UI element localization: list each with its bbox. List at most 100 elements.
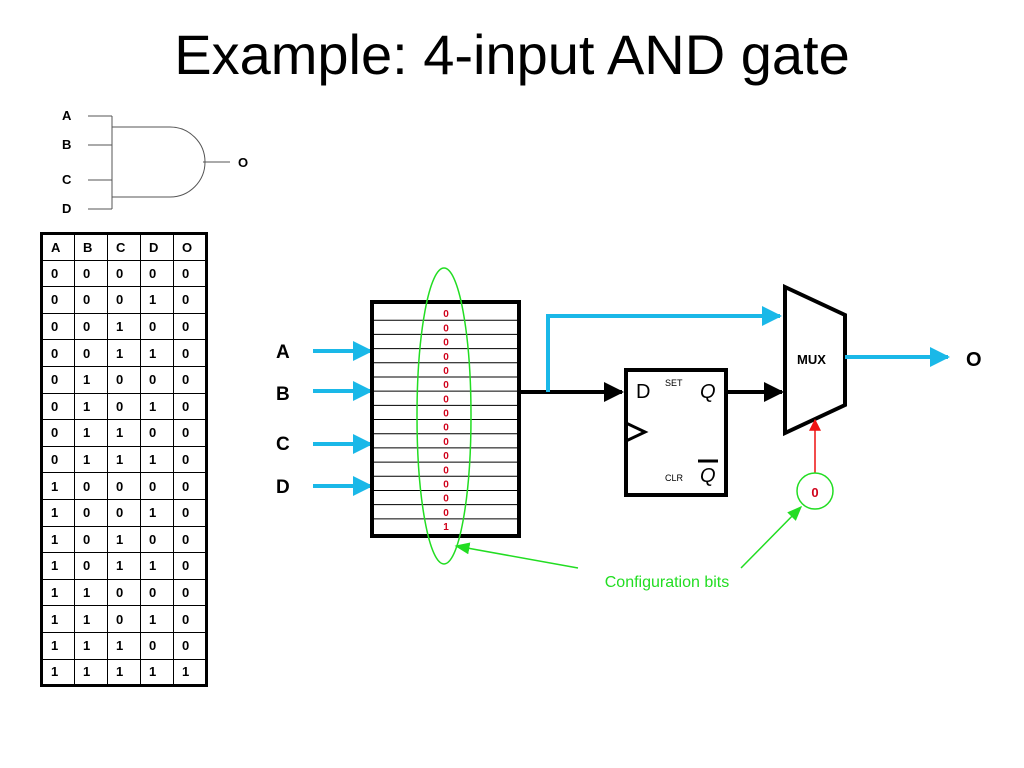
lut-config-bit: 0 [443,409,449,420]
configuration-bits-annotation: Configuration bits [605,574,730,591]
config-bits-ellipse [416,267,472,565]
truth-table-cell: 0 [173,392,207,421]
annotation-arrow-lut [454,542,579,569]
lut-config-bit: 0 [443,394,449,405]
truth-table-cell: 0 [107,286,141,314]
truth-table-cell: 1 [107,445,141,474]
mux [783,283,847,437]
ff-d-label: D [636,381,650,403]
truth-table-cell: 0 [107,472,141,500]
clock-input-icon [625,421,649,443]
lut-input-b-label: B [276,384,290,405]
truth-table-cell: 0 [173,339,207,367]
truth-table-cell: 1 [41,552,75,580]
truth-table-cell: 1 [107,312,141,341]
truth-table-cell: 0 [173,631,207,660]
truth-table-cell: 0 [140,472,174,500]
truth-table-cell: 0 [173,365,207,394]
truth-table-cell: 1 [107,631,141,660]
truth-table-cell: 0 [173,259,207,288]
truth-table-cell: 0 [173,472,207,500]
select-config-bit: 0 [811,485,818,500]
truth-table-cell: 1 [173,658,207,687]
ff-set-label: SET [665,378,683,388]
mux-output-label: O [966,349,982,371]
truth-table-cell: 0 [41,419,75,447]
truth-table-cell: 0 [107,578,141,607]
lut-input-a-label: A [276,342,290,363]
truth-table-cell: 1 [74,419,108,447]
bypass-wire [546,306,782,392]
lut-config-bit: 0 [443,309,449,320]
lut-config-bit: 0 [443,437,449,448]
ff-clr-label: CLR [665,473,684,483]
lut-config-bit: 0 [443,479,449,490]
truth-table-cell: 0 [74,525,108,554]
slide-title: Example: 4-input AND gate [174,23,850,86]
mux-label: MUX [797,352,826,367]
truth-table-cell: 1 [107,339,141,367]
truth-table-cell: 1 [140,658,174,687]
lut-config-bit: 0 [443,338,449,349]
truth-table-cell: 0 [173,312,207,341]
truth-table-cell: 1 [107,552,141,580]
truth-table-cell: 0 [41,259,75,288]
truth-table-cell: 1 [140,392,174,421]
truth-table-cell: 1 [41,631,75,660]
truth-table-header-cell: D [140,233,174,261]
truth-table-cell: 0 [74,498,108,527]
truth-table-cell: 0 [140,578,174,607]
gate-input-c: C [62,172,72,187]
truth-table-cell: 0 [41,365,75,394]
select-config-bit-circle [796,472,834,510]
truth-table-cell: 0 [173,525,207,554]
truth-table-cell: 0 [74,259,108,288]
ff-q-label: Q [700,381,716,403]
truth-table-cell: 0 [173,552,207,580]
lut-config-bit: 0 [443,380,449,391]
lut-config-bit: 0 [443,508,449,519]
truth-table-cell: 0 [173,498,207,527]
truth-table-cell: 0 [173,605,207,633]
lut-config-bit: 0 [443,323,449,334]
ff-qbar-label: Q [700,465,716,487]
annotation-arrow-mux [740,505,803,569]
truth-table-cell: 1 [74,578,108,607]
truth-table-cell: 0 [140,365,174,394]
lut-config-bit: 0 [443,366,449,377]
lut-input-d-label: D [276,477,290,498]
gate-input-a: A [62,108,72,123]
gate-input-b: B [62,137,71,152]
gate-output-o: O [238,155,248,170]
truth-table-cell: 1 [41,605,75,633]
truth-table-cell: 0 [140,259,174,288]
truth-table-cell: 1 [107,658,141,687]
lut-input-c-label: C [276,434,290,455]
truth-table-cell: 1 [74,658,108,687]
truth-table-cell: 0 [41,445,75,474]
gate-input-d: D [62,201,71,216]
lut-config-bit: 0 [443,465,449,476]
truth-table-cell: 0 [41,339,75,367]
truth-table-cell: 1 [140,605,174,633]
lut-config-bit: 0 [443,494,449,505]
lut-config-bit: 0 [443,451,449,462]
lut-config-bit: 1 [443,522,449,533]
